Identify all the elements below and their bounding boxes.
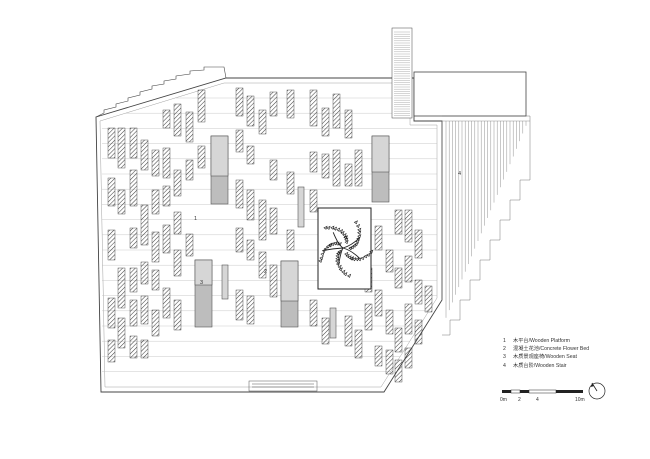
scale-bar: 0m 2 4 10m [500,389,585,403]
tree-icon [318,220,374,278]
entry-stair-lines [394,31,410,116]
concrete-flower-beds [194,135,390,339]
legend-label: 木质台阶/Wooden Stair [513,362,567,369]
wooden-stair [441,115,531,336]
bottom-entrance [248,380,318,392]
north-arrow-icon [588,382,606,400]
marker-3: 3 [200,280,203,286]
scale-label-4: 4 [536,397,539,403]
marker-2: 2 [264,269,267,275]
wooden-seat-blocks [107,87,433,383]
legend-label: 混凝土花池/Concrete Flower Bed [513,346,590,353]
scale-label-0: 0m [500,397,507,403]
marker-1: 1 [194,216,197,222]
marker-4: 4 [458,171,461,177]
adjacent-building [391,27,527,119]
legend-label: 木质景观座椅/Wooden Seat [513,354,577,361]
scale-label-10: 10m [575,397,585,403]
legend-label: 木平台/Wooden Platform [513,338,570,344]
scale-label-2: 2 [518,397,521,403]
tree-courtyard [317,207,374,290]
